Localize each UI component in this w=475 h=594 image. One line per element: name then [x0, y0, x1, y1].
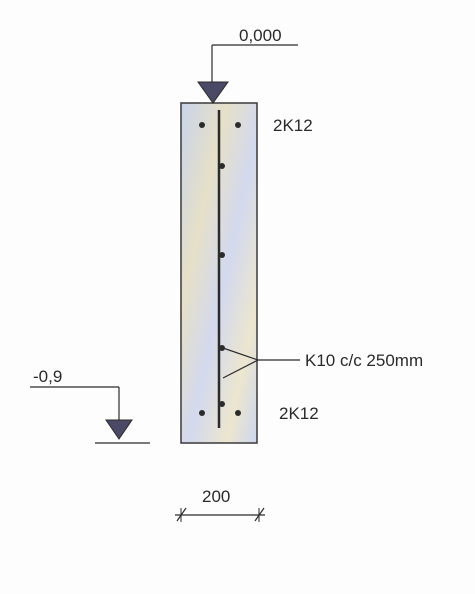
rebar-dot-top-left — [199, 122, 205, 128]
top-level-label: 0,000 — [239, 26, 282, 45]
top-level-marker-icon — [197, 81, 229, 104]
rebar-dot-bottom-right — [235, 410, 241, 416]
rebar-dot-bottom-left — [199, 410, 205, 416]
mesh-rebar-label: K10 c/c 250mm — [305, 351, 424, 370]
rebar-dot-mid-2 — [219, 252, 225, 258]
dimension-width-label: 200 — [202, 487, 231, 506]
rebar-dot-mid-4 — [219, 401, 225, 407]
rebar-dot-top-right — [235, 122, 241, 128]
bottom-level-label: -0,9 — [33, 367, 63, 386]
bottom-level-marker-icon — [105, 419, 133, 440]
rebar-dot-mid-1 — [219, 163, 225, 169]
top-rebar-label: 2K12 — [273, 116, 313, 135]
bottom-rebar-label: 2K12 — [279, 404, 319, 423]
rebar-dot-mid-3 — [219, 345, 225, 351]
